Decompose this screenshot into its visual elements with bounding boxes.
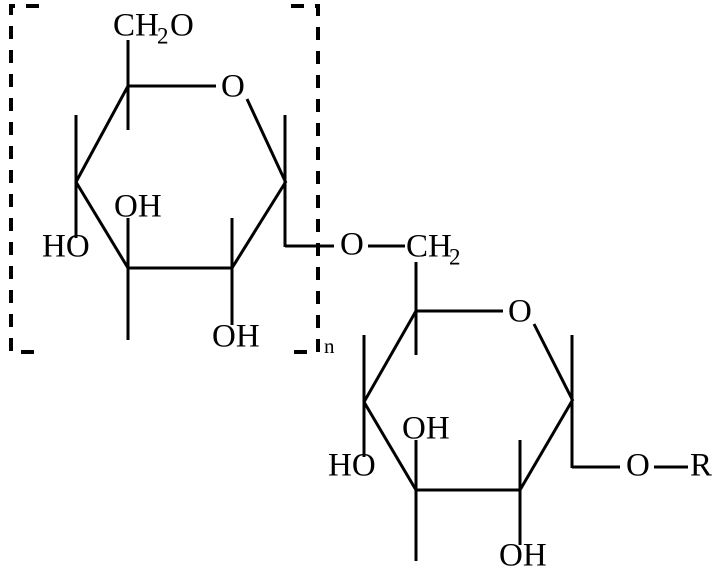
repeat-unit-subscript-n: n — [324, 334, 335, 358]
glycosidic-linkage — [368, 244, 418, 355]
ring1-oxygen-label: O — [221, 69, 245, 105]
repeat-bracket-right — [291, 4, 320, 354]
ring1-hydroxyl-ho-label: HO — [42, 229, 90, 265]
ring1-hexagon — [74, 84, 288, 270]
ring2-hydroxyl-oh-right-label: OH — [499, 538, 547, 571]
ch2o-label-o: O — [170, 8, 194, 44]
atom-label-ch2o: CH 2 O — [113, 8, 194, 49]
ch2-label-ch: CH — [406, 229, 452, 265]
ring1-hydroxyl-oh-left-label: OH — [114, 189, 162, 225]
ch2o-label-ch: CH — [113, 8, 159, 44]
repeat-bracket-left — [9, 4, 39, 354]
ring1-hydroxyl-oh-right-label: OH — [212, 319, 260, 355]
atom-label-ch2: CH 2 — [406, 229, 461, 270]
glycosidic-oxygen-label: O — [340, 227, 364, 263]
ring2-hexagon — [362, 309, 575, 492]
ring2-hydroxyl-oh-left-label: OH — [402, 411, 450, 447]
ring2-hydroxyl-ho-label: HO — [328, 448, 376, 484]
ring2-substituent-bonds — [362, 335, 688, 561]
terminal-r-group-label: R — [690, 448, 712, 484]
ch2o-label-subscript: 2 — [157, 23, 169, 48]
ch2-label-subscript: 2 — [449, 244, 461, 269]
ring1-substituent-bonds — [74, 40, 334, 340]
terminal-oxygen-label: O — [626, 448, 650, 484]
ring2-oxygen-label: O — [508, 294, 532, 330]
